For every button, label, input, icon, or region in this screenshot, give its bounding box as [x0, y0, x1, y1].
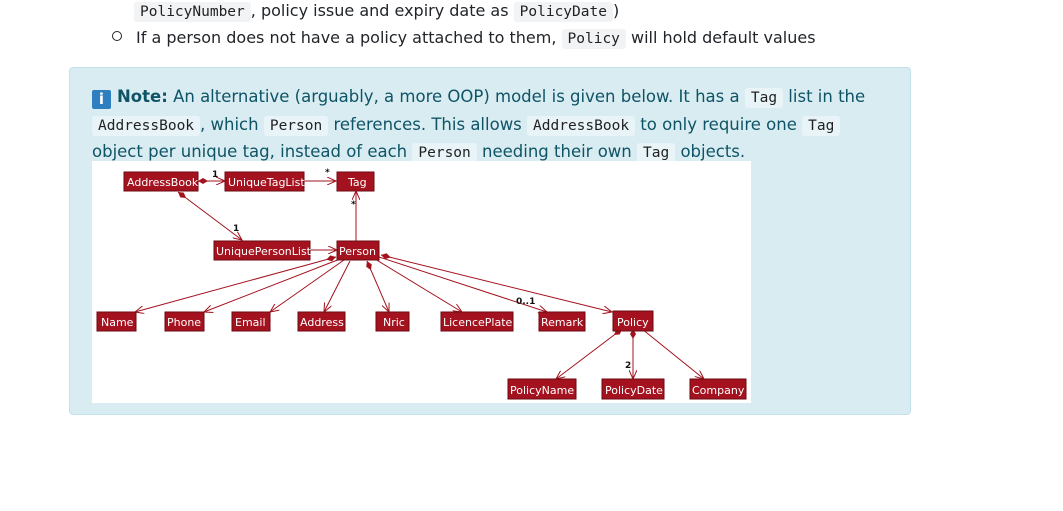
svg-text:Address: Address — [300, 316, 344, 329]
note-text-part: references. This allows — [328, 114, 528, 134]
note-text: i Note: An alternative (arguably, a more … — [92, 84, 892, 167]
mult-label: 1 — [233, 224, 239, 234]
edge-person-licenceplate — [374, 258, 462, 312]
edge-addressbook-personlist — [177, 191, 242, 240]
class-diagram-svg: 1 * 1 * 0..1 2 AddressBook UniqueTagList… — [96, 168, 747, 400]
svg-text:Name: Name — [101, 316, 134, 329]
svg-text:Company: Company — [692, 384, 745, 397]
note-text-part: needing their own — [476, 142, 638, 161]
class-policy: Policy — [612, 310, 654, 332]
svg-text:Email: Email — [235, 316, 266, 329]
edge-policy-policyname — [556, 328, 623, 379]
edge-person-nric — [367, 260, 389, 312]
bullet-continuation-line: PolicyNumber, policy issue and expiry da… — [134, 0, 619, 23]
text: If a person does not have a policy attac… — [136, 28, 562, 47]
note-text-part: list in the — [783, 87, 866, 106]
mult-label: 2 — [625, 361, 631, 371]
svg-text:UniqueTagList: UniqueTagList — [228, 176, 305, 189]
class-policydate: PolicyDate — [601, 378, 665, 400]
edge-policy-company — [641, 328, 704, 379]
svg-text:PolicyDate: PolicyDate — [605, 384, 663, 397]
text: , policy issue and expiry date as — [250, 1, 514, 20]
svg-text:Phone: Phone — [167, 316, 201, 329]
code-person: Person — [412, 143, 477, 163]
mult-label: * — [351, 200, 356, 210]
svg-text:Person: Person — [339, 245, 376, 258]
code-tag: Tag — [744, 88, 784, 108]
bullet-item: If a person does not have a policy attac… — [112, 27, 816, 50]
edge-person-address — [324, 260, 351, 312]
code-policynumber: PolicyNumber — [134, 2, 251, 22]
code-tag: Tag — [802, 115, 841, 136]
mult-label: 0..1 — [516, 297, 535, 307]
code-addressbook: AddressBook — [527, 115, 636, 136]
class-phone: Phone — [164, 311, 205, 332]
svg-text:UniquePersonList: UniquePersonList — [216, 245, 312, 258]
code-person: Person — [263, 115, 329, 136]
edge-person-phone — [204, 258, 341, 312]
class-uniquepersonlist: UniquePersonList — [213, 240, 312, 261]
class-name: Name — [96, 311, 137, 332]
class-licenceplate: LicencePlate — [440, 311, 514, 332]
code-tag: Tag — [637, 143, 676, 163]
svg-text:LicencePlate: LicencePlate — [443, 316, 513, 329]
class-nric: Nric — [375, 311, 410, 332]
svg-text:AddressBook: AddressBook — [127, 176, 199, 189]
class-person: Person — [336, 240, 380, 261]
note-text-part: An alternative (arguably, a more OOP) mo… — [167, 87, 745, 106]
svg-text:Tag: Tag — [347, 176, 367, 189]
svg-text:Nric: Nric — [383, 316, 405, 329]
note-label: Note: — [117, 87, 168, 106]
edge-person-policy — [380, 255, 612, 312]
svg-text:Policy: Policy — [617, 316, 649, 329]
class-email: Email — [231, 311, 271, 332]
note-box: i Note: An alternative (arguably, a more … — [69, 67, 911, 415]
code-addressbook: AddressBook — [92, 115, 201, 136]
class-address: Address — [297, 311, 346, 332]
class-diagram: 1 * 1 * 0..1 2 AddressBook UniqueTagList… — [92, 161, 751, 403]
code-policydate: PolicyDate — [513, 2, 613, 22]
info-icon: i — [92, 90, 111, 109]
text: will hold default values — [625, 28, 816, 47]
svg-text:PolicyName: PolicyName — [510, 384, 574, 397]
class-tag: Tag — [336, 171, 375, 192]
bullet-circle-icon — [112, 31, 122, 41]
text: ) — [612, 1, 620, 20]
svg-text:Remark: Remark — [541, 316, 584, 329]
class-addressbook: AddressBook — [123, 171, 199, 192]
note-text-part: object per unique tag, instead of each — [92, 142, 413, 161]
mult-label: 1 — [212, 170, 218, 180]
note-text-part: , which — [200, 114, 264, 134]
note-text-part: to only require one — [635, 114, 803, 134]
edge-person-name — [135, 257, 337, 312]
class-policyname: PolicyName — [507, 378, 577, 400]
code-policy: Policy — [561, 29, 626, 49]
class-company: Company — [689, 378, 747, 400]
mult-label: * — [325, 168, 330, 178]
class-uniquetaglist: UniqueTagList — [224, 171, 305, 192]
class-remark: Remark — [538, 311, 586, 332]
note-text-part: objects. — [675, 142, 746, 161]
edge-person-email — [270, 259, 345, 312]
